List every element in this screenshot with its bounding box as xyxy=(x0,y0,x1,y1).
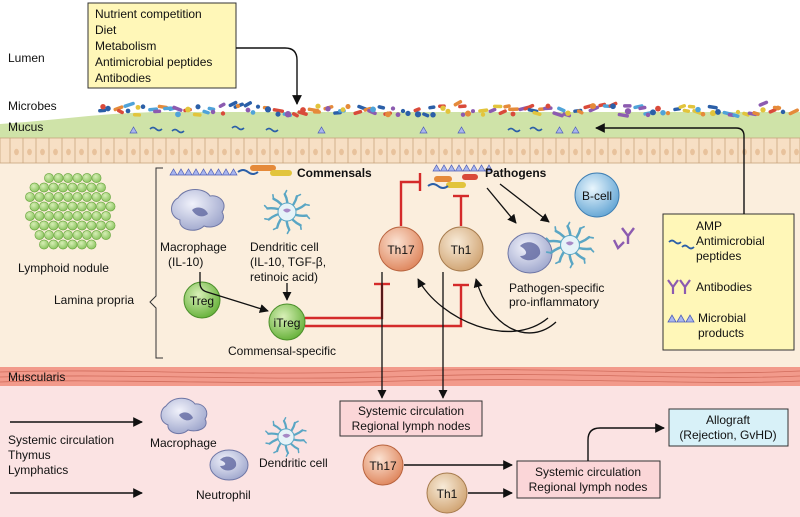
allograft-line-2: (Rejection, GvHD) xyxy=(679,428,776,442)
systemic-box-2: Systemic circulation Regional lymph node… xyxy=(516,460,661,499)
arrow-feedback-to-th17 xyxy=(417,278,549,333)
systemic-box-1-line-1: Systemic circulation xyxy=(358,404,464,418)
macrophage-label-1: Macrophage xyxy=(160,240,227,254)
pathogen-cluster xyxy=(427,174,478,189)
systemic-box-2-line-2: Regional lymph nodes xyxy=(529,480,648,494)
bottom-list-3: Lymphatics xyxy=(8,463,68,477)
arrow-feedback-to-th1 xyxy=(473,278,557,334)
antibody-icons xyxy=(612,227,635,251)
dendritic-label-1: Dendritic cell xyxy=(250,240,319,254)
allograft-box: Allograft (Rejection, GvHD) xyxy=(668,408,789,447)
th1-label: Th1 xyxy=(451,243,472,257)
arrow-lumen-to-microbes xyxy=(236,47,302,105)
region-lamina-propria: Lamina propria xyxy=(54,293,134,307)
dendritic-label-2: (IL-10, TGF-β, xyxy=(250,255,326,269)
dendritic-label-3: retinoic acid) xyxy=(250,270,318,284)
microbial-products-legend-icon xyxy=(667,314,695,323)
bcell-label: B-cell xyxy=(582,189,612,203)
lumen-box-line-2: Diet xyxy=(95,23,117,37)
macrophage-cell xyxy=(171,189,225,231)
lamina-bracket xyxy=(149,167,163,359)
lymphoid-nodule-label: Lymphoid nodule xyxy=(18,261,109,275)
dendritic-cell xyxy=(263,189,311,235)
arrow-pathogen-to-dendritic xyxy=(499,183,550,223)
treg-label: Treg xyxy=(190,294,214,308)
bottom-macrophage-label: Macrophage xyxy=(150,436,217,450)
region-microbes: Microbes xyxy=(8,99,57,113)
pathogen-products xyxy=(432,164,494,172)
bottom-dendritic-cell xyxy=(265,417,307,457)
legend-box: AMP Antimicrobial peptides Antibodies Mi… xyxy=(662,213,795,351)
arrow-to-allograft xyxy=(587,423,665,461)
th17-label: Th17 xyxy=(387,243,415,257)
region-muscularis: Muscularis xyxy=(8,370,65,384)
allograft-line-1: Allograft xyxy=(706,413,751,427)
commensal-specific-label: Commensal-specific xyxy=(228,344,336,358)
legend-amp-desc-1: Antimicrobial xyxy=(696,234,765,248)
lumen-box-line-4: Antimicrobial peptides xyxy=(95,55,212,69)
bottom-neutrophil-label: Neutrophil xyxy=(196,488,251,502)
bottom-dendritic-label: Dendritic cell xyxy=(259,456,328,470)
systemic-box-1-line-2: Regional lymph nodes xyxy=(352,419,471,433)
muscularis-texture xyxy=(0,369,800,384)
arrow-pathogen-to-macrophage xyxy=(486,187,517,224)
legend-antibodies: Antibodies xyxy=(696,280,752,294)
lumen-box-line-3: Metabolism xyxy=(95,39,156,53)
commensal-microbes xyxy=(237,165,292,176)
region-lumen: Lumen xyxy=(8,51,45,65)
bottom-list-1: Systemic circulation xyxy=(8,433,114,447)
lumen-box-line-5: Antibodies xyxy=(95,71,151,85)
bottom-th17-cell: Th17 xyxy=(362,444,404,486)
arrow-legend-to-mucus xyxy=(595,123,745,214)
arrow-macrophage-to-itreg xyxy=(199,272,269,313)
commensals-label: Commensals xyxy=(297,166,372,180)
th1-cell: Th1 xyxy=(438,226,484,272)
bottom-neutrophil xyxy=(209,449,249,481)
bottom-th1-cell: Th1 xyxy=(426,472,468,514)
bottom-list-2: Thymus xyxy=(8,448,51,462)
legend-amp-title: AMP xyxy=(696,219,722,233)
region-mucus: Mucus xyxy=(8,120,43,134)
treg-cell: Treg xyxy=(183,281,221,319)
systemic-box-1: Systemic circulation Regional lymph node… xyxy=(339,400,483,437)
legend-amp-desc-2: peptides xyxy=(696,249,741,263)
bottom-macrophage xyxy=(160,397,208,435)
b-cell: B-cell xyxy=(574,172,620,218)
lumen-factors-box: Nutrient competition Diet Metabolism Ant… xyxy=(87,2,237,89)
pathogens-label: Pathogens xyxy=(485,166,547,180)
bottom-th17-label: Th17 xyxy=(369,459,397,473)
bottom-th1-label: Th1 xyxy=(437,487,458,501)
legend-microbial-2: products xyxy=(698,326,744,340)
pathogen-specific-label-1: Pathogen-specific xyxy=(509,281,604,295)
lymphoid-nodule xyxy=(25,173,116,250)
amp-icon xyxy=(668,239,695,250)
antibody-legend-icon xyxy=(667,279,691,294)
microbes-strip xyxy=(98,100,799,118)
itreg-cell: iTreg xyxy=(268,303,306,341)
pathogen-specific-dendritic-cell xyxy=(545,221,595,269)
lumen-box-line-1: Nutrient competition xyxy=(95,7,202,21)
commensal-products xyxy=(169,168,238,176)
macrophage-label-2: (IL-10) xyxy=(168,255,203,269)
pathogen-specific-label-2: pro-inflammatory xyxy=(509,295,599,309)
legend-microbial-1: Microbial xyxy=(698,311,746,325)
th17-cell: Th17 xyxy=(378,226,424,272)
systemic-box-2-line-1: Systemic circulation xyxy=(535,465,641,479)
mucus-microbial-products xyxy=(129,125,580,134)
itreg-label: iTreg xyxy=(274,316,301,330)
pathogen-specific-macrophage xyxy=(507,232,553,274)
